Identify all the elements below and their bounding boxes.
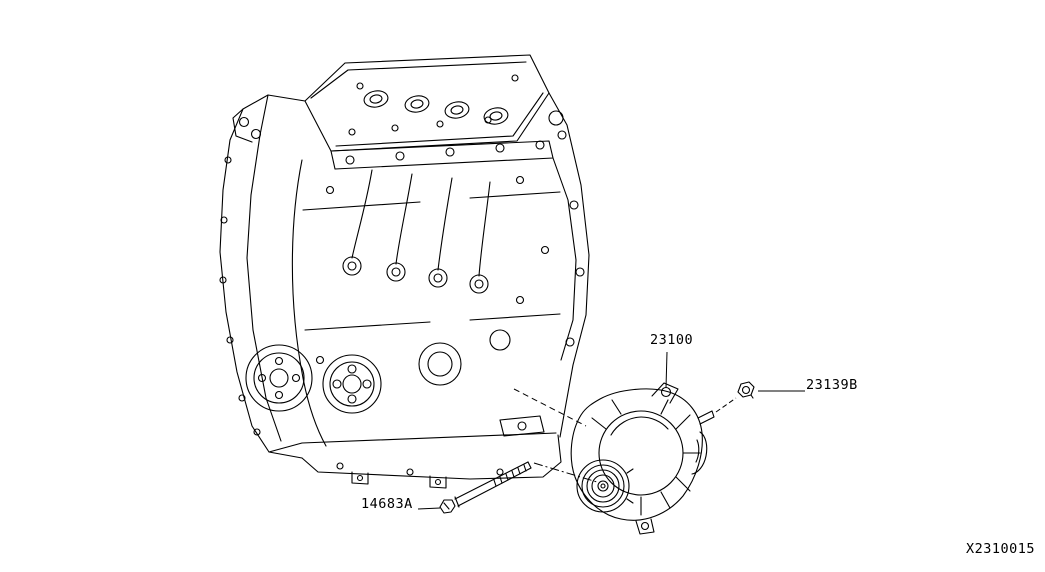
bolt-drawing — [439, 461, 532, 514]
nut-drawing — [737, 381, 755, 399]
diagram-code: X2310015 — [965, 541, 1035, 557]
callout-leader-lines — [417, 351, 805, 510]
callout-bolt-14683A: 14683A — [361, 496, 413, 512]
alternator-drawing — [570, 382, 715, 535]
engine-drawing — [219, 54, 590, 489]
assembly-dashed-lines — [513, 388, 737, 483]
callout-nut-23139B: 23139B — [806, 377, 858, 393]
callout-alternator-23100: 23100 — [650, 332, 694, 348]
